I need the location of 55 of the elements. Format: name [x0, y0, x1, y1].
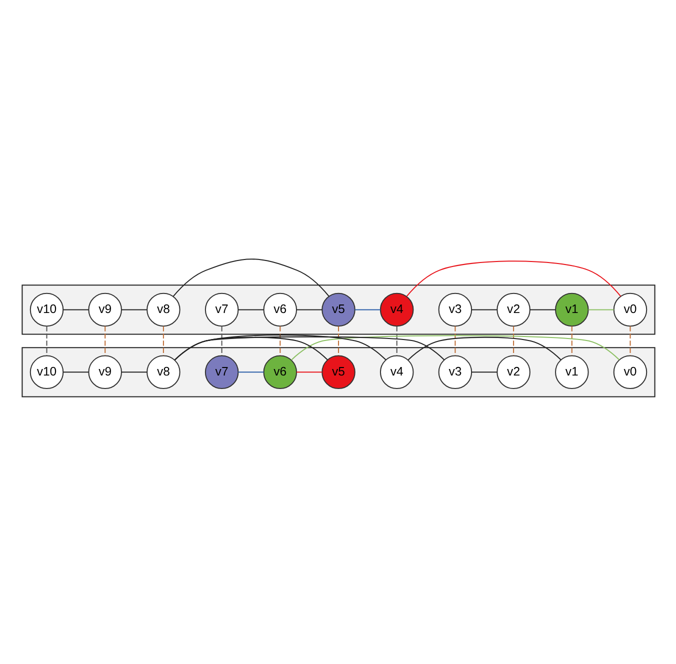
connector [121, 309, 147, 310]
node-circle: v0 [612, 355, 647, 390]
node-circle: v3 [438, 292, 472, 327]
node-circle: v1 [554, 292, 588, 327]
node-circle: v9 [88, 355, 122, 390]
connector [570, 326, 572, 356]
connector [512, 326, 514, 356]
node-circle: v7 [204, 355, 238, 390]
connector [121, 372, 147, 373]
connector [162, 326, 164, 356]
node-circle: v7 [204, 292, 238, 327]
connector [238, 309, 264, 310]
connector [629, 326, 630, 356]
cluster [21, 284, 655, 335]
node-circle: v10 [29, 355, 64, 390]
node-circle: v8 [146, 355, 180, 390]
connector [407, 336, 561, 360]
connector [46, 326, 47, 356]
connector [354, 309, 380, 310]
node-circle: v1 [554, 355, 588, 390]
node-circle: v4 [379, 292, 414, 327]
connector [174, 334, 386, 360]
connector [174, 336, 328, 360]
connector [174, 336, 444, 360]
connector [296, 372, 322, 373]
connector [588, 309, 614, 310]
node-circle: v8 [146, 292, 180, 327]
connector [529, 309, 556, 310]
node-circle: v10 [29, 292, 64, 327]
connector [471, 372, 497, 373]
node-circle: v2 [496, 292, 530, 327]
connector [62, 372, 88, 373]
connector [220, 326, 222, 356]
connector [296, 309, 322, 310]
node-circle: v3 [438, 355, 472, 390]
node-circle: v5 [321, 355, 355, 390]
node-circle: v5 [321, 292, 355, 327]
connector [279, 326, 280, 356]
node-circle: v6 [262, 355, 297, 390]
connector [238, 372, 264, 373]
connector [471, 309, 497, 310]
connector [62, 309, 88, 310]
connector [104, 326, 106, 356]
connector [454, 326, 456, 356]
node-circle: v6 [262, 292, 297, 327]
connector [396, 326, 397, 356]
cluster [21, 347, 655, 398]
node-circle: v0 [612, 292, 647, 327]
node-circle: v4 [379, 355, 414, 390]
node-circle: v2 [496, 355, 530, 390]
node-circle: v9 [88, 292, 122, 327]
connector [337, 326, 339, 356]
connector [406, 260, 621, 297]
connector [172, 258, 329, 297]
connector [290, 335, 620, 360]
